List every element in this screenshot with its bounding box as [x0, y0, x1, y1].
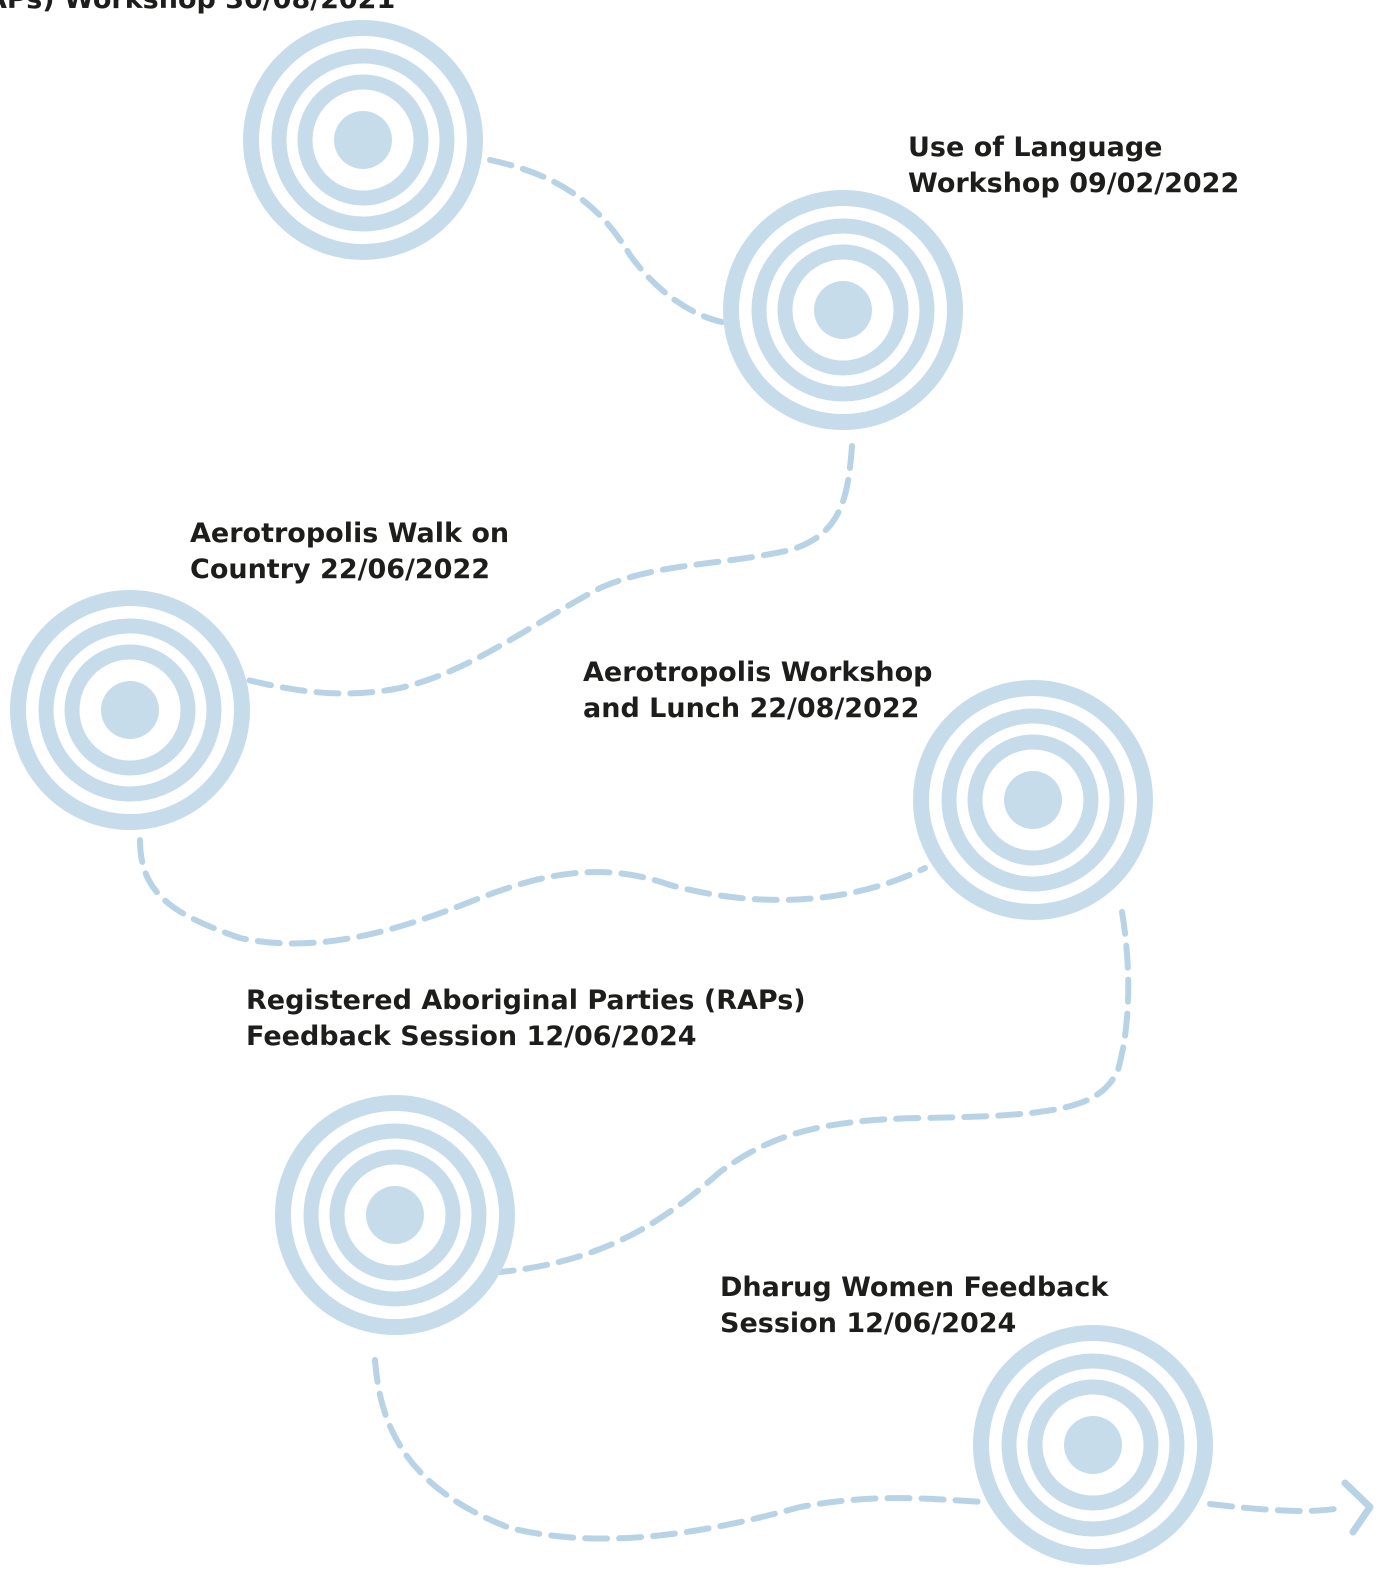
milestone-ring-4: [913, 680, 1153, 920]
milestone-ring-3: [10, 590, 250, 830]
connector-2: [245, 443, 855, 697]
event-label-3: Aerotropolis Walk on Country 22/06/2022: [190, 516, 509, 588]
connector-6: [1207, 1501, 1343, 1514]
ring-circle: [10, 590, 250, 830]
connector-3: [137, 837, 928, 947]
event-label-2: Use of Language Workshop 09/02/2022: [908, 130, 1239, 202]
event-label-5: Registered Aboriginal Parties (RAPs) Fee…: [246, 983, 806, 1055]
ring-circle: [303, 1123, 487, 1307]
event-label-1: APs) Workshop 30/08/2021: [0, 0, 395, 18]
ring-circle: [275, 1095, 515, 1335]
connector-5: [372, 1357, 988, 1542]
ring-center-dot: [814, 281, 872, 339]
event-label-3-line-1: Aerotropolis Walk on: [190, 518, 510, 549]
event-label-4-line-2: and Lunch 22/08/2022: [583, 693, 920, 724]
ring-circle: [967, 734, 1099, 866]
ring-center-dot: [366, 1186, 424, 1244]
ring-center-dot: [101, 681, 159, 739]
ring-circle: [751, 218, 935, 402]
ring-center-dot: [1064, 1416, 1122, 1474]
event-label-6-line-1: Dharug Women Feedback: [720, 1272, 1109, 1303]
ring-circle: [297, 74, 429, 206]
event-label-5-line-1: Registered Aboriginal Parties (RAPs): [246, 985, 806, 1016]
ring-center-dot: [1004, 771, 1062, 829]
connector-4: [497, 909, 1132, 1275]
arrow-icon: [1341, 1479, 1374, 1536]
ring-circle: [777, 244, 909, 376]
ring-circle: [1027, 1379, 1159, 1511]
ring-circle: [243, 20, 483, 260]
milestone-rings: [10, 20, 1213, 1565]
timeline-path: [137, 157, 1343, 1542]
ring-circle: [271, 48, 455, 232]
ring-circle: [723, 190, 963, 430]
event-label-1-line-1: APs) Workshop 30/08/2021: [0, 0, 395, 18]
event-label-6-line-2: Session 12/06/2024: [720, 1308, 1017, 1339]
connector-1: [487, 157, 725, 325]
milestone-ring-1: [243, 20, 483, 260]
ring-circle: [38, 618, 222, 802]
event-label-3-line-2: Country 22/06/2022: [190, 554, 491, 585]
event-label-4-line-1: Aerotropolis Workshop: [583, 657, 933, 688]
event-label-6: Dharug Women Feedback Session 12/06/2024: [720, 1270, 1108, 1342]
milestone-ring-2: [723, 190, 963, 430]
ring-circle: [329, 1149, 461, 1281]
milestone-ring-5: [275, 1095, 515, 1335]
event-label-2-line-2: Workshop 09/02/2022: [908, 168, 1240, 199]
milestone-ring-6: [973, 1325, 1213, 1565]
event-label-5-line-2: Feedback Session 12/06/2024: [246, 1021, 697, 1052]
ring-circle: [973, 1325, 1213, 1565]
ring-circle: [1001, 1353, 1185, 1537]
ring-center-dot: [334, 111, 392, 169]
ring-circle: [64, 644, 196, 776]
ring-circle: [941, 708, 1125, 892]
event-label-2-line-1: Use of Language: [908, 132, 1163, 163]
ring-circle: [913, 680, 1153, 920]
event-label-4: Aerotropolis Workshop and Lunch 22/08/20…: [583, 655, 933, 727]
